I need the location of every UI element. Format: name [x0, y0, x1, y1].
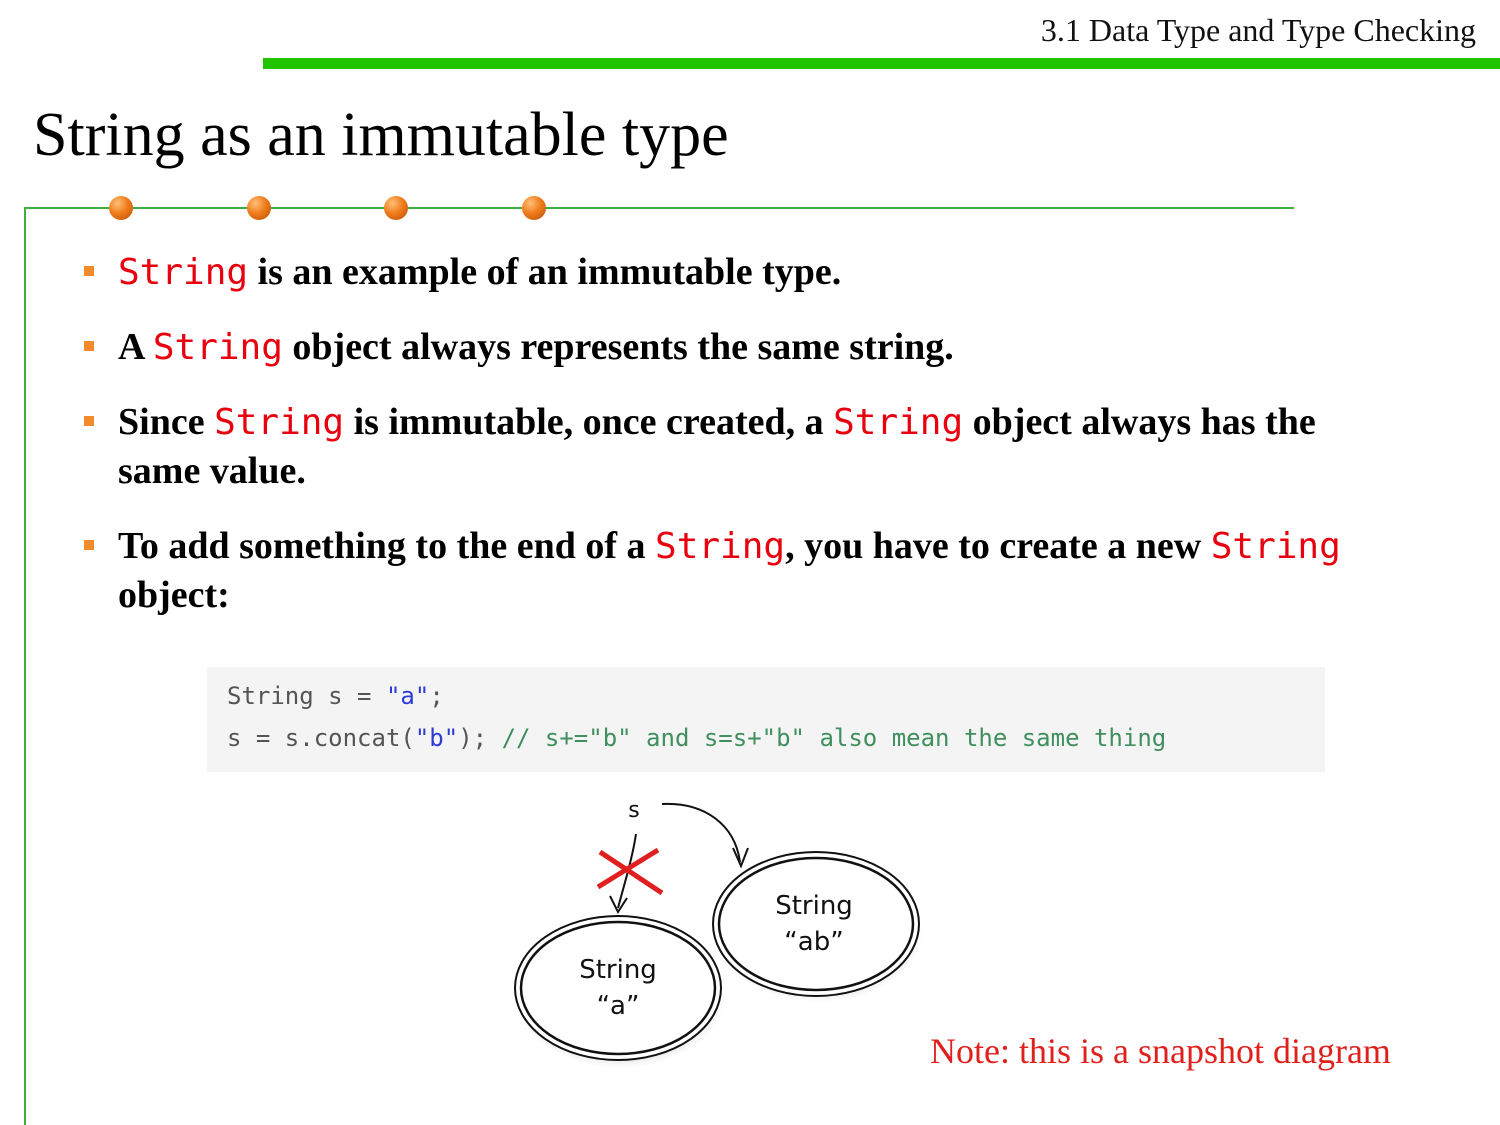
code-keyword: String [118, 252, 249, 293]
left-divider [24, 207, 26, 1125]
code-line-2: s = s.concat("b"); // s+="b" and s=s+"b"… [227, 724, 1166, 752]
divider-dot-1 [109, 196, 133, 220]
string-object-ab: String “ab” [712, 851, 922, 1002]
variable-label: s [628, 798, 639, 823]
bullet-text: Since [118, 401, 215, 443]
title-divider [24, 207, 1294, 209]
section-title: 3.1 Data Type and Type Checking [1040, 12, 1476, 48]
code-line-1: String s = "a"; [227, 682, 444, 710]
object-type-label: String [579, 955, 657, 985]
bullet-text: object always represents the same string… [282, 326, 954, 368]
diagram-note: Note: this is a snapshot diagram [930, 1031, 1391, 1071]
code-keyword: String [152, 327, 283, 368]
bullet-1: String is an example of an immutable typ… [82, 248, 1412, 297]
bullet-4: To add something to the end of a String,… [82, 522, 1418, 620]
header-accent-bar [263, 58, 1500, 69]
code-text: ); [458, 724, 502, 752]
code-text: String s = [227, 682, 386, 710]
snapshot-diagram: s String “a” String “ab” [514, 798, 922, 1068]
bullet-list: String is an example of an immutable typ… [82, 248, 1412, 620]
new-arrow-head [732, 847, 749, 869]
bullet-text: , you have to create a new [785, 525, 1211, 567]
bullet-marker [84, 416, 94, 426]
bullet-3: Since String is immutable, once created,… [82, 398, 1388, 496]
bullet-marker [84, 341, 94, 351]
code-keyword: String [655, 526, 786, 567]
object-type-label: String [775, 891, 853, 921]
code-text: ; [429, 682, 444, 710]
old-arrow-head [609, 895, 628, 915]
bullet-text: A [118, 326, 153, 368]
divider-dot-4 [522, 196, 546, 220]
bullet-2: A String object always represents the sa… [82, 323, 1412, 372]
bullet-text: object always has the same value. [118, 401, 1316, 492]
code-keyword: String [214, 402, 345, 443]
new-reference-arrow [661, 802, 741, 863]
code-keyword: String [1210, 526, 1341, 567]
bullet-text: To add something to the end of a [118, 525, 656, 567]
code-text: s = s.concat( [227, 724, 415, 752]
slide-title: String as an immutable type [33, 101, 729, 169]
code-block: String s = "a"; s = s.concat("b"); // s+… [207, 667, 1325, 772]
code-string: "b" [414, 724, 459, 752]
code-keyword: String [833, 402, 964, 443]
string-object-a: String “a” [514, 915, 724, 1068]
object-value-label: “ab” [784, 927, 843, 957]
divider-dot-2 [247, 196, 271, 220]
divider-dot-3 [384, 196, 408, 220]
bullet-text: is immutable, once created, a [344, 401, 834, 443]
code-string: "a" [385, 682, 430, 710]
cross-out-icon [596, 847, 664, 896]
bullet-text: object: [118, 574, 230, 616]
object-value-label: “a” [597, 991, 640, 1021]
bullet-marker [84, 540, 94, 550]
bullet-marker [84, 266, 94, 276]
code-comment: // s+="b" and s=s+"b" also mean the same… [501, 724, 1167, 752]
bullet-text: is an example of an immutable type. [248, 251, 842, 293]
